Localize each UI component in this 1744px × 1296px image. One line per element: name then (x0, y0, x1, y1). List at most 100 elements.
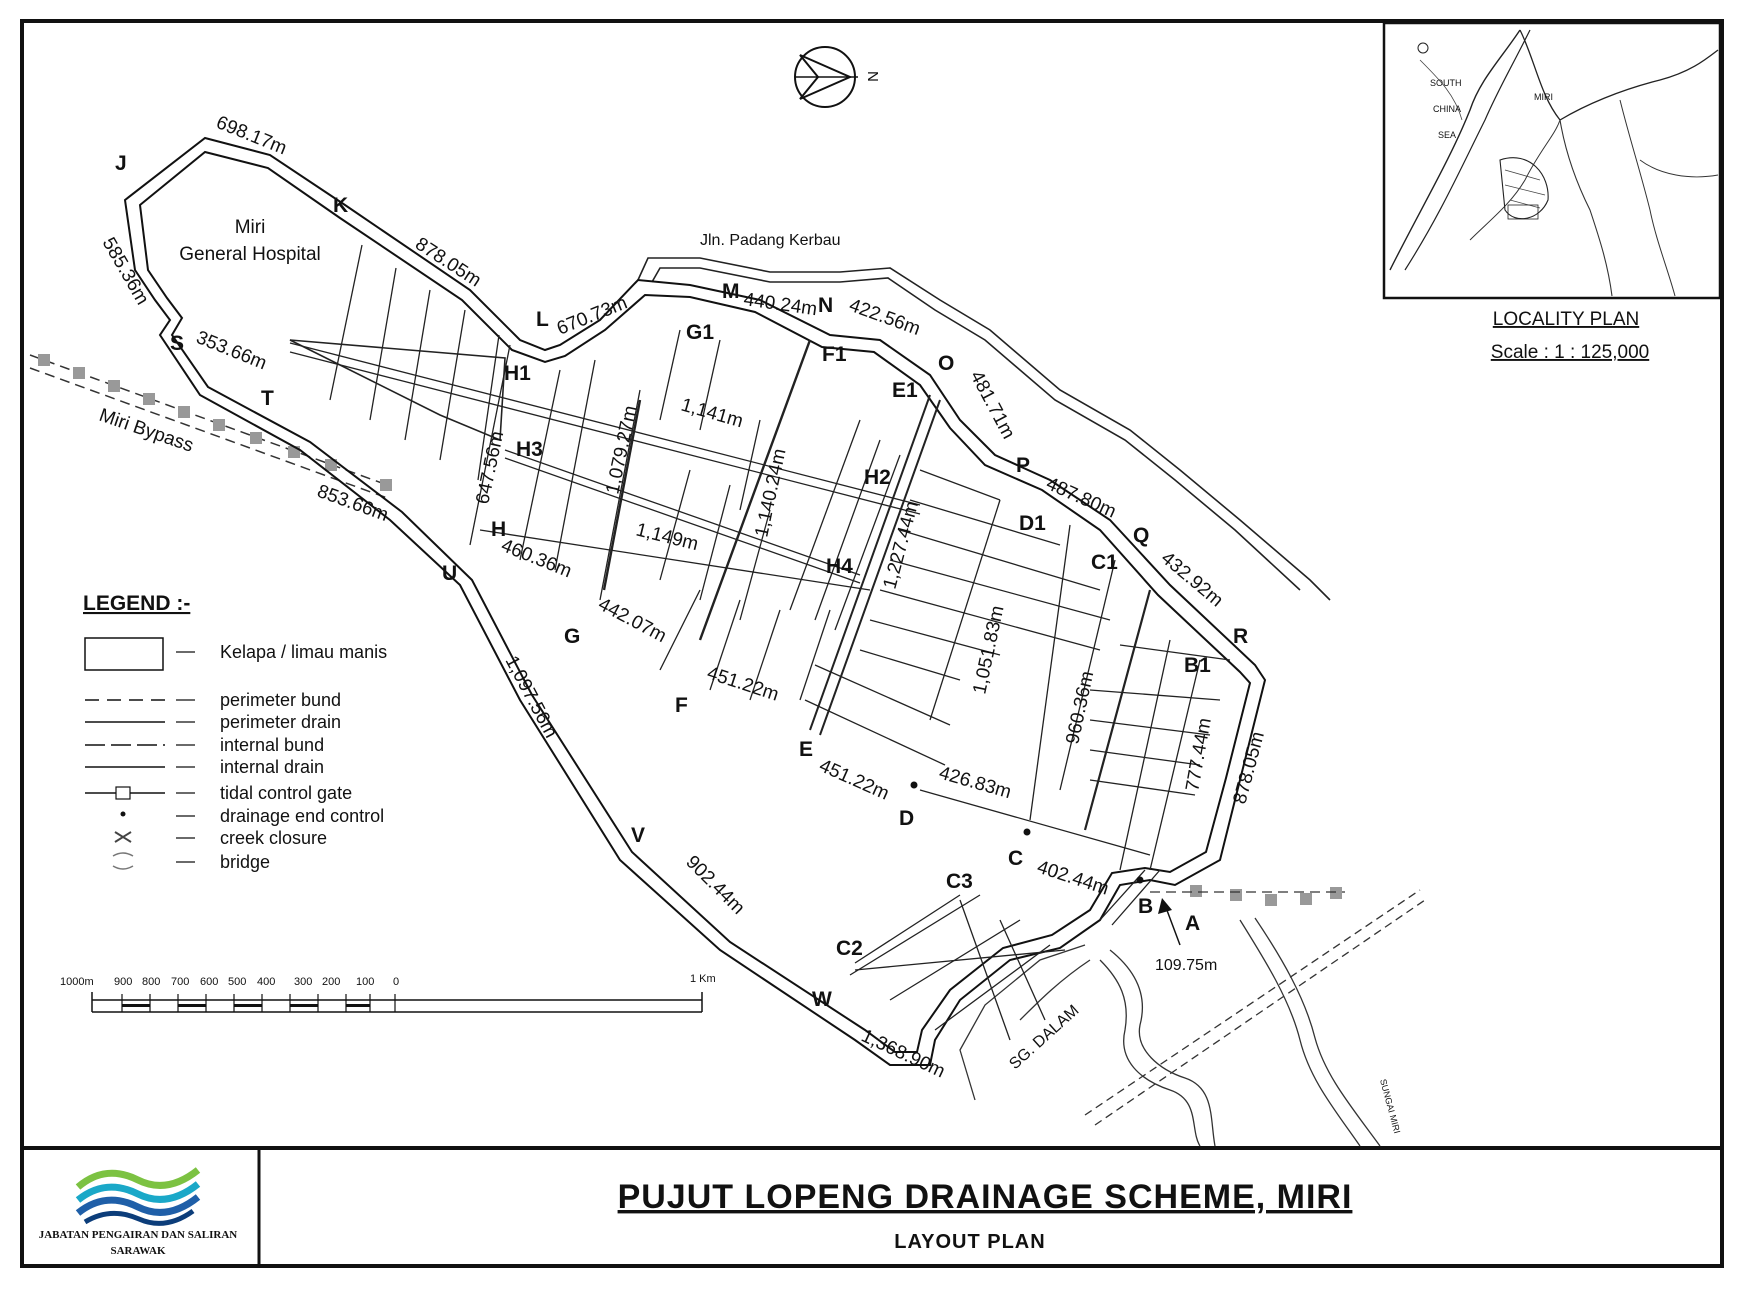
scale-tick-300: 300 (294, 976, 312, 988)
dim-402: 402.44m (1034, 857, 1111, 900)
dim-878-north: 878.05m (411, 234, 484, 292)
point-j: J (115, 152, 127, 175)
legend: LEGEND :- Kelapa / limau manis perimeter… (83, 592, 387, 872)
drawing-title: PUJUT LOPENG DRAINAGE SCHEME, MIRI (618, 1178, 1353, 1216)
hospital-block (289, 339, 506, 442)
dim-1141: 1,141m (679, 395, 746, 433)
scale-tick-900: 900 (114, 976, 132, 988)
scale-tick-500: 500 (228, 976, 246, 988)
locality-label-china: CHINA (1433, 104, 1461, 114)
scale-tick-700: 700 (171, 976, 189, 988)
point-r: R (1233, 625, 1248, 648)
point-c: C (1008, 847, 1023, 870)
point-h4: H4 (826, 555, 853, 578)
legend-item-perimeter-drain: perimeter drain (220, 712, 341, 732)
point-a-arrow (1158, 898, 1181, 946)
point-s: S (170, 332, 184, 355)
point-d: D (899, 807, 914, 830)
dim-422: 422.56m (846, 295, 923, 340)
legend-item-kelapa: Kelapa / limau manis (220, 642, 387, 662)
dim-960: 960.36m (1062, 669, 1098, 746)
dim-442: 442.07m (595, 594, 670, 647)
dim-902: 902.44m (681, 852, 748, 919)
north-label: N (864, 71, 881, 82)
point-d1: D1 (1019, 512, 1046, 535)
legend-item-drainage-end-control: drainage end control (220, 806, 384, 826)
point-b: B (1138, 895, 1153, 918)
point-f: F (675, 694, 688, 717)
drawing-subtitle: LAYOUT PLAN (894, 1231, 1045, 1253)
locality-label-sea: SEA (1438, 130, 1456, 140)
scale-tick-100: 100 (356, 976, 374, 988)
dim-1097: 1,097.56m (501, 652, 562, 741)
legend-item-bridge: bridge (220, 852, 270, 872)
point-f1: F1 (822, 343, 847, 366)
org-name-line2: SARAWAK (110, 1245, 165, 1257)
legend-item-internal-bund: internal bund (220, 735, 324, 755)
point-a: A (1185, 912, 1200, 935)
scale-tick-1km: 1 Km (690, 973, 716, 985)
sheet-frame (20, 19, 1724, 1268)
point-b1: B1 (1184, 654, 1211, 677)
scale-tick-400: 400 (257, 976, 275, 988)
dim-698: 698.17m (213, 112, 289, 159)
locality-label-south: SOUTH (1430, 78, 1462, 88)
dim-777: 777.44m (1182, 716, 1216, 792)
dim-451-upper: 451.22m (704, 663, 781, 706)
road-label-jln-padang-kerbau: Jln. Padang Kerbau (700, 232, 841, 249)
point-e: E (799, 738, 813, 761)
organisation-logo (75, 1167, 201, 1226)
dim-1079: 1,079.27m (602, 404, 641, 496)
point-v: V (631, 824, 645, 847)
point-k: K (333, 194, 348, 217)
point-h1: H1 (504, 362, 531, 385)
hospital-label-line2: General Hospital (179, 244, 321, 265)
dim-426: 426.83m (937, 763, 1014, 804)
scale-tick-800: 800 (142, 976, 160, 988)
point-t: T (261, 387, 274, 410)
jln-padang-kerbau-road (637, 257, 1331, 601)
dim-432: 432.92m (1157, 548, 1227, 612)
internal-drains (289, 244, 1231, 1041)
river-label-sg-dalam: SG. DALAM (1006, 1002, 1082, 1073)
legend-item-tidal-gate: tidal control gate (220, 783, 352, 803)
dim-1368: 1,368.90m (858, 1025, 948, 1082)
dim-481: 481.71m (966, 367, 1019, 442)
org-name-line1: JABATAN PENGAIRAN DAN SALIRAN (39, 1229, 238, 1241)
hospital-label-line1: Miri (235, 217, 266, 238)
point-e1: E1 (892, 379, 918, 402)
dashed-road-southeast (1084, 889, 1426, 1126)
dim-1227: 1,227.44m (880, 499, 924, 591)
dim-670: 670.73m (554, 292, 630, 339)
legend-symbol-bridge (112, 852, 134, 870)
dim-440: 440.24m (742, 289, 818, 320)
point-h3: H3 (516, 438, 543, 461)
locality-plan-scale: Scale : 1 : 125,000 (1491, 342, 1649, 363)
dim-109: 109.75m (1155, 957, 1217, 974)
drainage-end-control-markers (910, 781, 1144, 884)
legend-symbol-creek-closure (114, 831, 132, 843)
dim-1140: 1,140.24m (751, 447, 790, 539)
locality-plan-inset: SOUTH CHINA SEA MIRI (1382, 21, 1722, 300)
point-n: N (818, 294, 833, 317)
point-c3: C3 (946, 870, 973, 893)
point-l: L (536, 308, 549, 331)
point-h: H (491, 518, 506, 541)
point-g1: G1 (686, 321, 714, 344)
dim-353: 353.66m (193, 327, 269, 374)
scale-tick-1000: 1000m (60, 976, 94, 988)
legend-symbol-kelapa (84, 637, 164, 671)
point-w: W (812, 988, 832, 1011)
scale-tick-600: 600 (200, 976, 218, 988)
point-c1: C1 (1091, 551, 1118, 574)
legend-item-creek-closure: creek closure (220, 828, 327, 848)
point-p: P (1016, 454, 1030, 477)
north-arrow-icon (794, 46, 858, 108)
point-c2: C2 (836, 937, 863, 960)
legend-item-perimeter-bund: perimeter bund (220, 690, 341, 710)
locality-label-miri: MIRI (1534, 92, 1553, 102)
dim-853: 853.66m (314, 481, 391, 526)
point-o: O (938, 352, 954, 375)
point-q: Q (1133, 524, 1149, 547)
